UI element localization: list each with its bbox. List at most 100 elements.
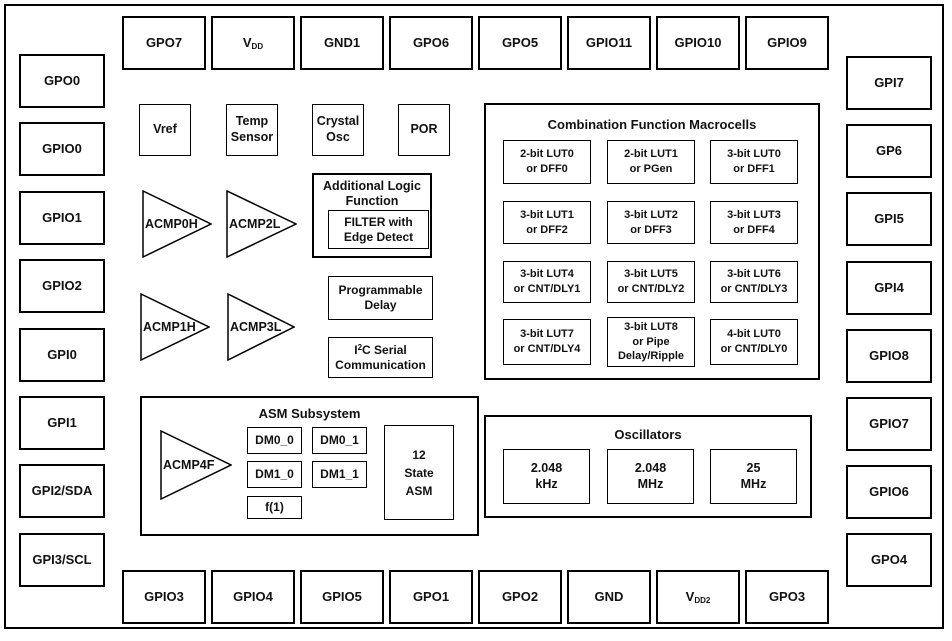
pin-vdd: VDD (211, 16, 295, 70)
additional-logic-title: Additional Logic Function (323, 179, 421, 208)
pin-label: GPI1 (47, 414, 77, 430)
vdd-base: V (242, 34, 252, 50)
dm-cell: DM0_0 (247, 427, 302, 454)
pin-label: GPIO0 (42, 140, 82, 156)
pin-gpi0: GPI0 (19, 328, 105, 382)
state-asm-label: 12 State ASM (404, 447, 434, 498)
macrocell-cell: 3-bit LUT7 or CNT/DLY4 (503, 319, 591, 365)
vref-block: Vref (139, 104, 191, 156)
dm-cell: DM0_1 (312, 427, 367, 454)
oscillator-2048mhz: 2.048 MHz (607, 449, 694, 504)
dm-cell-label: DM0_0 (255, 433, 294, 447)
pin-label: GPO4 (870, 551, 908, 567)
pin-gpio6: GPIO6 (846, 465, 932, 519)
macrocell-label: 3-bit LUT2 or DFF3 (624, 208, 678, 236)
macrocell-label: 3-bit LUT4 or CNT/DLY1 (513, 268, 581, 295)
pin-label: GPIO2 (42, 277, 82, 293)
pin-label: GPIO4 (233, 588, 273, 604)
pin-gnd: GND (567, 570, 651, 624)
pin-label: GPO5 (501, 34, 539, 50)
additional-logic-panel: Additional Logic Function FILTER with Ed… (312, 173, 432, 258)
i2c-pre: I (354, 342, 358, 357)
pin-label: GPIO8 (869, 347, 909, 363)
pin-label: GPIO6 (869, 483, 909, 499)
pin-label: GPI2/SDA (31, 482, 93, 498)
pin-gpi1: GPI1 (19, 396, 105, 450)
pin-gpio0: GPIO0 (19, 122, 105, 176)
pin-gpo3: GPO3 (745, 570, 829, 624)
dm-cell: DM1_0 (247, 461, 302, 488)
comparator-acmp0h: ACMP0H (142, 190, 212, 258)
programmable-delay-label: Programmable Delay (338, 283, 423, 312)
comparator-label: ACMP0H (145, 217, 198, 231)
oscillator-label: 25 MHz (740, 460, 767, 491)
comparator-triangle-icon (140, 293, 210, 361)
pin-gp6: GP6 (846, 124, 932, 178)
pin-gpo6: GPO6 (389, 16, 473, 70)
pin-gpo0: GPO0 (19, 54, 105, 108)
oscillator-25mhz: 25 MHz (710, 449, 797, 504)
macrocell-label: 2-bit LUT0 or DFF0 (520, 148, 574, 175)
macrocell-label: 3-bit LUT0 or DFF1 (727, 148, 781, 175)
pin-label: GND (594, 588, 624, 604)
macrocell-label: 3-bit LUT7 or CNT/DLY4 (513, 328, 581, 355)
filter-edge-detect-block: FILTER with Edge Detect (328, 210, 429, 249)
pin-label: VDD2 (686, 589, 711, 606)
pin-label: GPI7 (874, 74, 904, 90)
macrocell-cell: 3-bit LUT2 or DFF3 (607, 201, 695, 244)
programmable-delay-block: Programmable Delay (328, 276, 433, 320)
macrocells-title: Combination Function Macrocells (547, 117, 757, 132)
oscillators-title: Oscillators (614, 427, 682, 442)
pin-gpio9: GPIO9 (745, 16, 829, 70)
comparator-label: ACMP3L (230, 320, 282, 334)
oscillator-label: 2.048 MHz (634, 460, 667, 491)
comparator-triangle-icon (160, 430, 232, 500)
por-block: POR (398, 104, 450, 156)
macrocell-cell: 3-bit LUT3 or DFF4 (710, 201, 798, 244)
comparator-triangle-icon (226, 190, 297, 258)
vdd2-subscript: DD2 (694, 595, 711, 605)
pin-gpo7: GPO7 (122, 16, 206, 70)
pin-gpo1: GPO1 (389, 570, 473, 624)
pin-gpo2: GPO2 (478, 570, 562, 624)
pin-gpo4: GPO4 (846, 533, 932, 587)
i2c-superscript: 2 (357, 342, 363, 352)
pin-label: GPI0 (47, 346, 77, 362)
macrocell-cell: 2-bit LUT0 or DFF0 (503, 140, 591, 184)
pin-gpio5: GPIO5 (300, 570, 384, 624)
por-label: POR (410, 122, 438, 137)
macrocell-cell: 2-bit LUT1 or PGen (607, 140, 695, 184)
f1-cell: f(1) (247, 496, 302, 519)
vref-label: Vref (153, 122, 177, 137)
state-asm-block: 12 State ASM (384, 425, 454, 520)
pin-label: GP6 (875, 142, 902, 158)
i2c-line2: Communication (335, 357, 426, 372)
macrocell-cell: 4-bit LUT0 or CNT/DLY0 (710, 319, 798, 365)
pin-label: GPO2 (501, 588, 539, 604)
macrocell-cell: 3-bit LUT5 or CNT/DLY2 (607, 261, 695, 303)
macrocell-cell: 3-bit LUT8 or Pipe Delay/Ripple (607, 317, 695, 367)
asm-subsystem-panel: ASM Subsystem ACMP4F DM0_0 DM0_1 DM1_0 D… (140, 396, 479, 536)
macrocell-cell: 3-bit LUT6 or CNT/DLY3 (710, 261, 798, 303)
pin-gnd1: GND1 (300, 16, 384, 70)
pin-gpio7: GPIO7 (846, 397, 932, 451)
dm-cell-label: DM1_1 (320, 467, 359, 481)
pin-label: GPO0 (43, 72, 81, 88)
comparator-triangle-icon (142, 190, 212, 258)
comparator-label: ACMP1H (143, 320, 196, 334)
pin-gpi2-sda: GPI2/SDA (19, 464, 105, 518)
pin-label: GPO3 (768, 588, 806, 604)
vdd-subscript: DD (251, 41, 264, 51)
pin-label: GPI3/SCL (32, 551, 92, 567)
comparator-label: ACMP2L (229, 217, 281, 231)
oscillator-label: 2.048 kHz (530, 460, 563, 491)
macrocell-label: 3-bit LUT3 or DFF4 (727, 208, 781, 236)
pin-gpio8: GPIO8 (846, 329, 932, 383)
temp-sensor-label: Temp Sensor (230, 114, 274, 144)
crystal-osc-block: Crystal Osc (312, 104, 364, 156)
pin-label: GPIO1 (42, 209, 82, 225)
macrocell-label: 3-bit LUT6 or CNT/DLY3 (720, 268, 788, 295)
pin-label: GPIO3 (144, 588, 184, 604)
